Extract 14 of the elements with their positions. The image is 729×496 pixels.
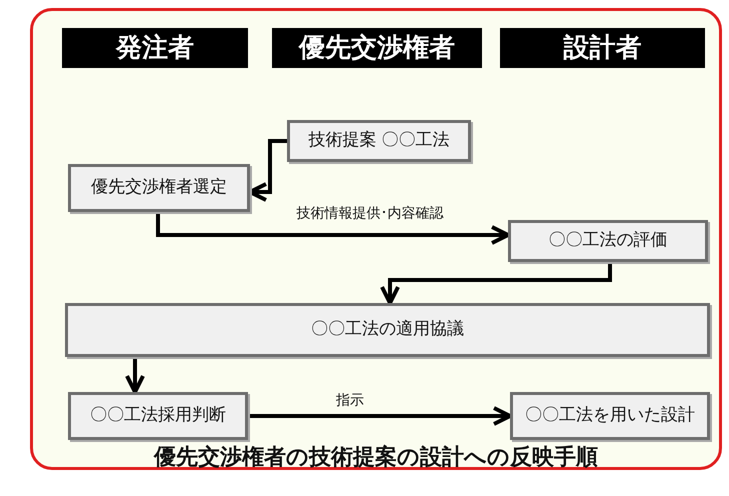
arrow — [156, 212, 510, 245]
role-header: 優先交渉権者 — [272, 28, 482, 68]
process-box: 優先交渉権者選定 — [68, 164, 250, 212]
process-box: 〇〇工法の評価 — [508, 220, 708, 262]
arrow — [380, 262, 612, 305]
caption: 優先交渉権者の技術提案の設計への反映手順 — [152, 444, 599, 472]
role-header: 設計者 — [500, 28, 705, 68]
arrow — [248, 406, 512, 426]
process-box: 技術提案 〇〇工法 — [287, 120, 471, 162]
process-box: 〇〇工法の適用協議 — [65, 303, 710, 357]
arrow — [125, 357, 145, 394]
process-box: 〇〇工法採用判断 — [68, 392, 248, 440]
role-header: 発注者 — [62, 28, 248, 68]
process-box: 〇〇工法を用いた設計 — [510, 392, 710, 440]
